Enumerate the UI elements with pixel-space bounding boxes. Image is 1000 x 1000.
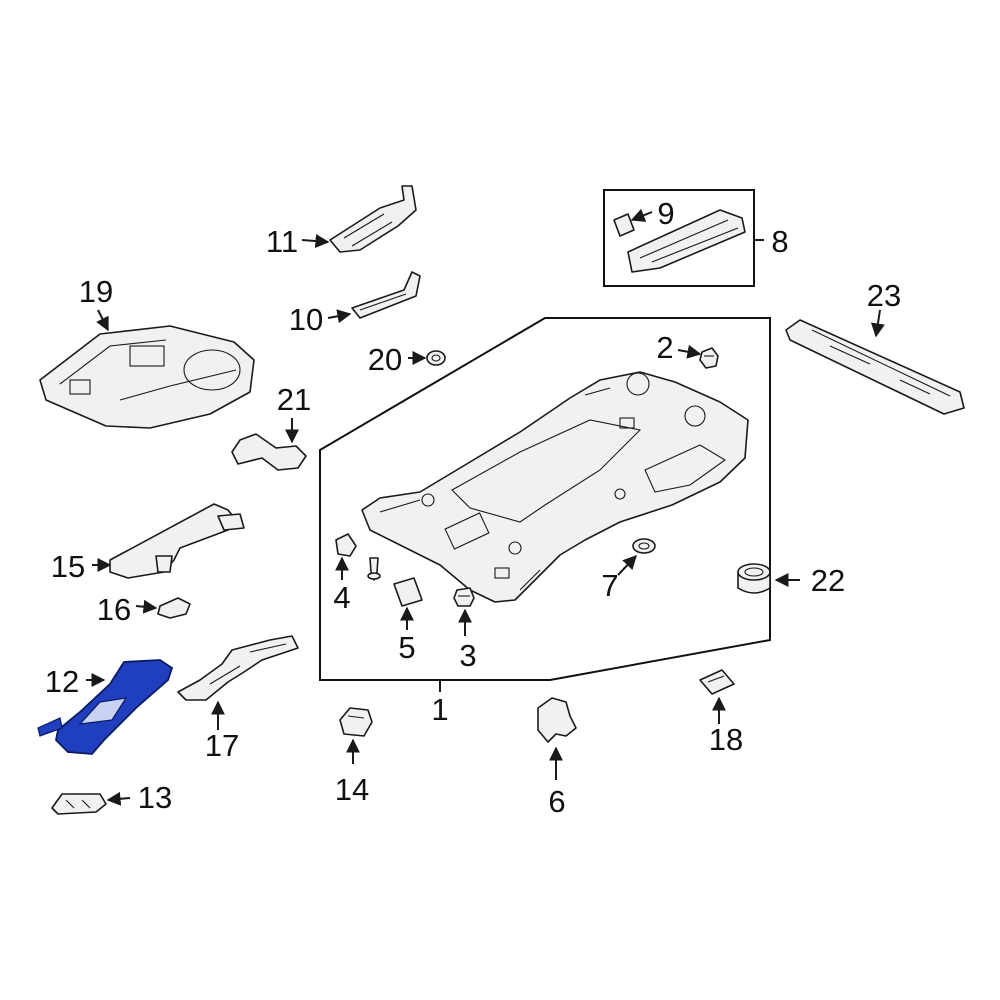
leader-13: [106, 791, 131, 806]
leader-11: [301, 234, 330, 249]
callout-20: 20: [368, 342, 402, 377]
bracket-part-6[interactable]: [537, 697, 577, 743]
leader-23: [870, 309, 885, 338]
leader-16: [135, 599, 158, 614]
callout-4: 4: [333, 580, 350, 615]
clip-part-2[interactable]: [699, 347, 719, 369]
grommet-part-20[interactable]: [426, 350, 446, 366]
garnish-part-23[interactable]: [785, 319, 965, 415]
callout-18: 18: [709, 722, 743, 757]
leader-7: [617, 554, 637, 576]
callout-22: 22: [811, 563, 845, 598]
clip-part-16[interactable]: [157, 597, 191, 619]
headliner-group-frame: [319, 317, 771, 681]
callout-13: 13: [138, 780, 172, 815]
pad-part-5[interactable]: [393, 577, 423, 607]
callout-9: 9: [657, 196, 674, 231]
callout-16: 16: [97, 592, 131, 627]
callout-2: 2: [656, 330, 673, 365]
handle-part-8[interactable]: [627, 209, 746, 273]
leader-9: [630, 208, 653, 222]
callout-15: 15: [51, 549, 85, 584]
lamp-part-22[interactable]: [737, 563, 771, 594]
callout-1: 1: [431, 692, 448, 727]
callout-5: 5: [398, 630, 415, 665]
grommet-part-7[interactable]: [632, 538, 656, 554]
leader-2: [677, 344, 702, 359]
callout-17: 17: [205, 728, 239, 763]
callout-23: 23: [867, 278, 901, 313]
holder-part-13[interactable]: [51, 793, 107, 815]
harness-part-21[interactable]: [231, 433, 307, 471]
harness-part-15[interactable]: [109, 503, 245, 579]
clip-part-3[interactable]: [453, 587, 475, 607]
sun-visor-part-12[interactable]: [37, 659, 174, 755]
callout-10: 10: [289, 302, 323, 337]
leader-10: [327, 309, 352, 324]
clip-part-4[interactable]: [335, 533, 381, 581]
callout-3: 3: [459, 638, 476, 673]
cover-part-9[interactable]: [613, 213, 635, 237]
clip-part-18[interactable]: [699, 669, 735, 695]
leader-19: [96, 309, 109, 332]
callout-12: 12: [45, 664, 79, 699]
bracket-part-11[interactable]: [329, 185, 417, 253]
callout-21: 21: [277, 382, 311, 417]
callout-14: 14: [335, 772, 369, 807]
console-part-19[interactable]: [39, 325, 255, 429]
callout-6: 6: [548, 784, 565, 819]
callout-8: 8: [771, 224, 788, 259]
callout-7: 7: [601, 568, 618, 603]
handle-part-10[interactable]: [351, 271, 421, 319]
headliner[interactable]: [361, 371, 749, 603]
clip-part-14[interactable]: [339, 707, 373, 737]
bracket-part-17[interactable]: [177, 635, 299, 701]
callout-19: 19: [79, 274, 113, 309]
grab-handle-box: [603, 189, 755, 287]
callout-11: 11: [266, 224, 298, 259]
